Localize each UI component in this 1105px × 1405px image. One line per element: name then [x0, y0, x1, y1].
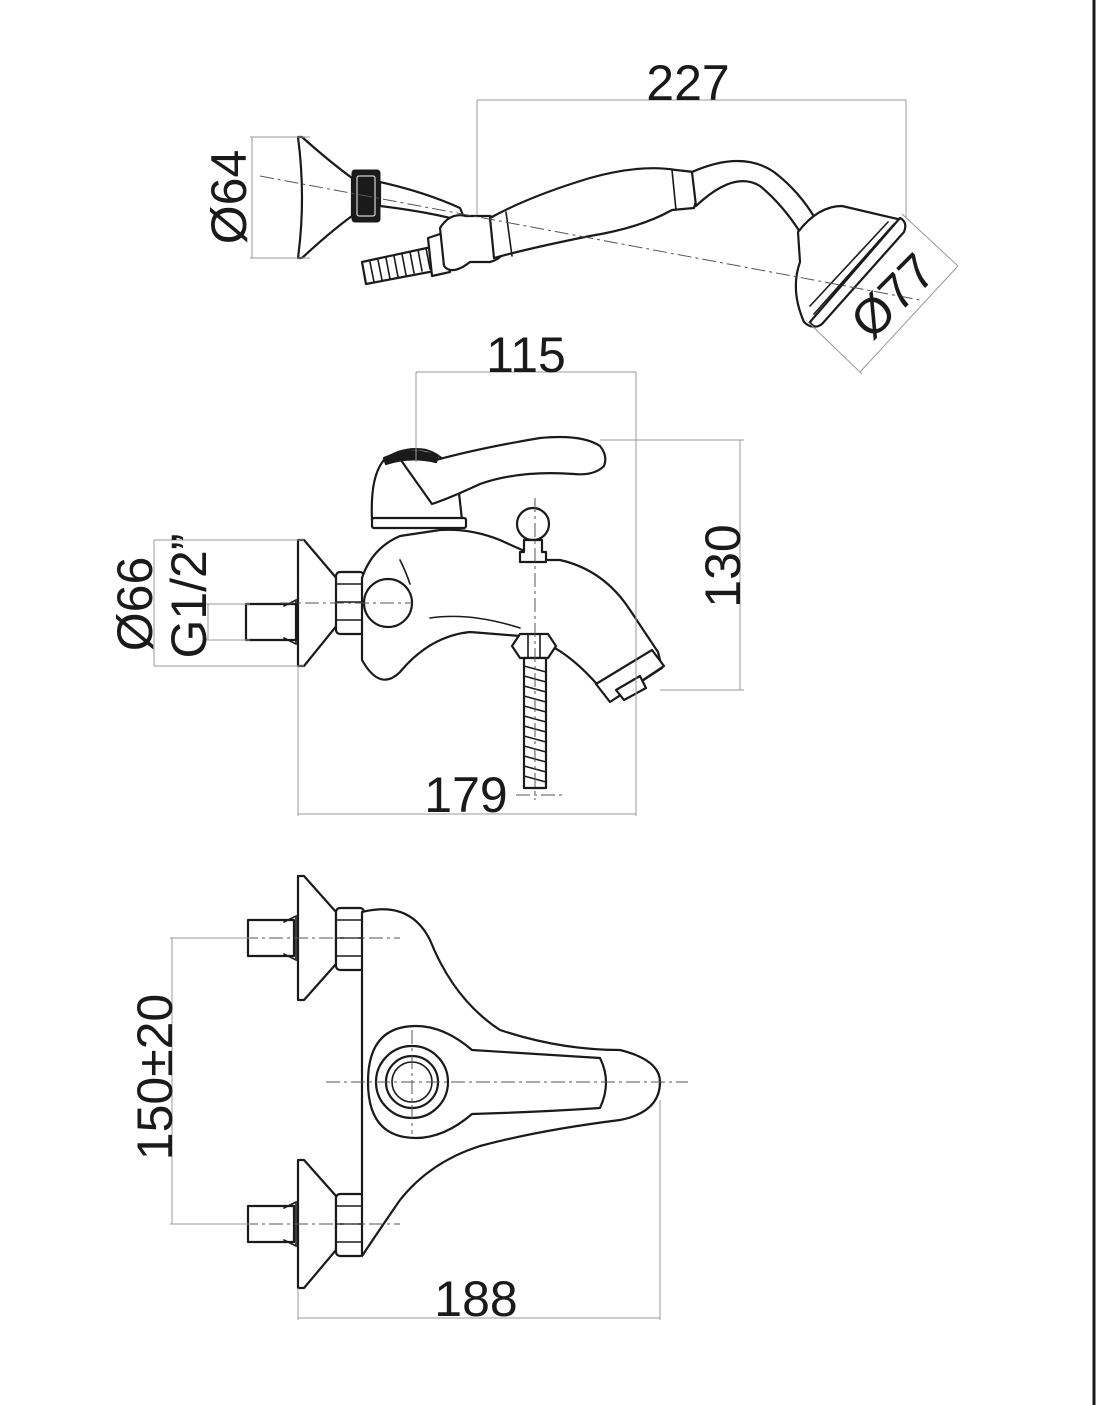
hose-outlet-nut — [510, 632, 558, 660]
mixer-lever — [396, 435, 607, 506]
lower-hex-nut — [334, 1192, 366, 1258]
handle-collar — [370, 516, 468, 530]
dim-body-depth: 179 — [424, 767, 507, 823]
upper-hex-nut — [334, 906, 366, 972]
dim-connection-thread: G1/2” — [161, 533, 217, 658]
dim-height: 130 — [695, 524, 751, 607]
dim-hand-shower-length: 227 — [646, 55, 729, 111]
aerator-tip — [614, 674, 648, 702]
hand-shower-view: 227 Ø64 Ø77 — [201, 55, 959, 375]
side-view: 115 130 Ø66 G1/2” 179 — [107, 327, 751, 823]
hose-coil — [360, 244, 442, 286]
mixer-body — [360, 528, 664, 700]
shower-head-face — [808, 216, 907, 328]
shower-neck — [690, 159, 818, 234]
shower-handle — [488, 167, 699, 260]
wall-holder — [296, 135, 354, 260]
dim-rosette-diameter: Ø66 — [107, 557, 163, 652]
dim-centers: 150±20 — [127, 994, 183, 1160]
dim-holder-diameter: Ø64 — [201, 150, 257, 245]
diverter-knob — [515, 506, 551, 542]
lever-cap — [382, 450, 440, 466]
dim-overall-width: 188 — [434, 1271, 517, 1327]
inlet-pipe — [244, 602, 298, 642]
top-view: 150±20 188 — [127, 874, 688, 1327]
dim-spout-reach: 115 — [486, 327, 566, 383]
spout-aerator — [594, 648, 666, 704]
diverter-stem — [518, 538, 548, 564]
